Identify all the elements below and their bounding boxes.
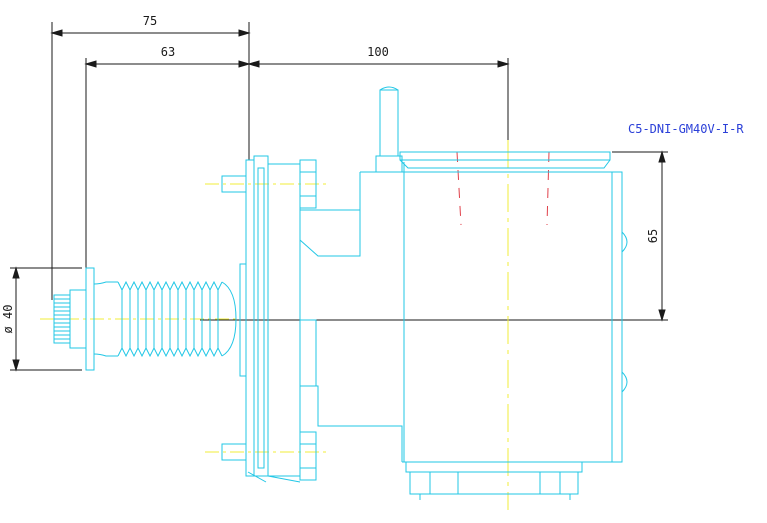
- dimension-75-label: 75: [143, 14, 157, 28]
- dimension-100-label: 100: [367, 45, 389, 59]
- dimension-lines: [10, 22, 668, 372]
- diameter-40-label: ø 40: [1, 305, 15, 334]
- hidden-lines: [456, 151, 550, 226]
- tool-holder-outline: [53, 86, 628, 500]
- dimension-65-label: 65: [646, 229, 660, 243]
- dimension-63-label: 63: [161, 45, 175, 59]
- centerlines: [40, 140, 509, 510]
- part-number-label: C5-DNI-GM40V-I-R: [628, 122, 744, 136]
